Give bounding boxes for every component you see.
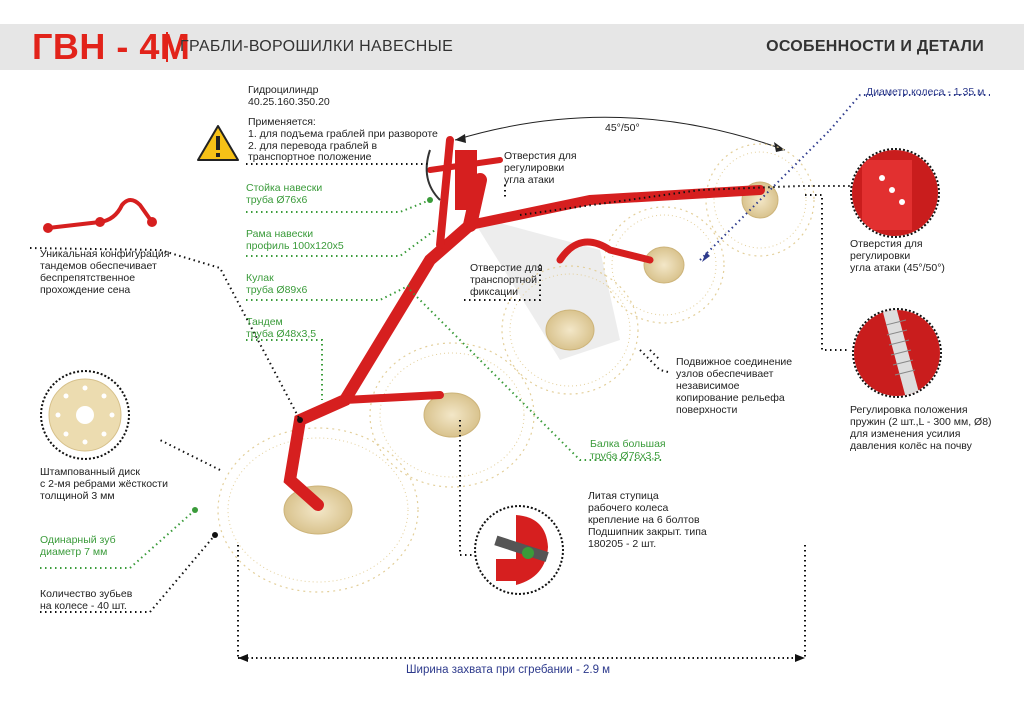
transport-label-2: транспортной	[470, 274, 537, 286]
disk-label-2: с 2-мя ребрами жёсткости	[40, 478, 168, 490]
section-title: ОСОБЕННОСТИ И ДЕТАЛИ	[766, 38, 984, 55]
transport-label-1: Отверстие для	[470, 262, 543, 274]
hub-label-3: крепление на 6 болтов	[588, 514, 700, 526]
apply-line-1: 1. для подъема граблей при развороте	[248, 128, 438, 140]
model-title: ГВН - 4М	[32, 26, 191, 67]
detail-spring	[852, 308, 942, 398]
hub-label-4: Подшипник закрыт. типа	[588, 526, 707, 538]
mobile-label-2: узлов обеспечивает	[676, 368, 774, 380]
holes-center-2: регулировки	[504, 162, 565, 174]
tandem-label-1: Тандем	[246, 316, 283, 328]
beam-label-2: труба Ø76х3,5	[590, 450, 661, 462]
header-subtitle: ГРАБЛИ-ВОРОШИЛКИ НАВЕСНЫЕ	[180, 38, 454, 55]
spring-label-3: для изменения усилия	[850, 428, 961, 440]
spring-label-4: давления колёс на почву	[850, 440, 972, 452]
capture-width-label: Ширина захвата при сгребании - 2.9 м	[406, 664, 611, 676]
apply-line-3: транспортное положение	[248, 151, 372, 163]
transport-label-3: фиксации	[470, 286, 519, 298]
tandem-icon	[47, 198, 154, 230]
rake-wheel-2	[369, 342, 535, 488]
detail-disk	[40, 370, 130, 460]
mobile-label-1: Подвижное соединение	[676, 356, 793, 368]
unique-label-4: прохождение сена	[40, 284, 131, 296]
spring-label-1: Регулировка положения	[850, 404, 968, 416]
disk-label-1: Штампованный диск	[40, 466, 140, 478]
red-frame	[283, 136, 765, 511]
hub-label-1: Литая ступица	[588, 490, 659, 502]
tooth-label-1: Одинарный зуб	[40, 534, 116, 546]
hydro-label-1: Гидроцилиндр	[248, 84, 319, 96]
unique-label-1: Уникальная конфигурация	[40, 248, 170, 260]
holes-center-3: угла атаки	[504, 174, 555, 186]
cam-label-2: труба Ø89х6	[246, 284, 308, 296]
frame-label-2: профиль 100х120х5	[246, 240, 344, 252]
holes-center-1: Отверстия для	[504, 150, 577, 162]
mobile-label-3: независимое	[676, 380, 740, 392]
mobile-label-4: копирование рельефа	[676, 392, 785, 404]
hub-label-2: рабочего колеса	[588, 502, 669, 514]
header-separator	[166, 32, 168, 62]
header-bar: ГВН - 4М ГРАБЛИ-ВОРОШИЛКИ НАВЕСНЫЕ ОСОБЕ…	[0, 24, 1024, 70]
detail-hub	[474, 505, 564, 595]
holes-right-3: угла атаки (45°/50°)	[850, 262, 945, 274]
rake-wheel-4	[603, 206, 725, 324]
hub-label-5: 180205 - 2 шт.	[588, 538, 657, 550]
unique-label-2: тандемов обеспечивает	[40, 260, 157, 272]
cam-label-1: Кулак	[246, 272, 274, 284]
beam-label-1: Балка большая	[590, 438, 666, 450]
apply-title: Применяется:	[248, 116, 316, 128]
mobile-label-5: поверхности	[676, 404, 738, 416]
apply-line-2: 2. для перевода граблей в	[248, 140, 378, 152]
stand-label-2: труба Ø76х6	[246, 194, 308, 206]
warning-icon	[197, 125, 239, 161]
wheel-diameter-label: Диаметр колеса - 1.35 м	[866, 86, 985, 98]
rake-wheel-3	[501, 265, 639, 395]
spring-label-2: пружин (2 шт.,L - 300 мм, Ø8)	[850, 416, 992, 428]
detail-attack-holes	[850, 148, 940, 238]
holes-right-1: Отверстия для	[850, 238, 923, 250]
tandem-label-2: труба Ø48х3,5	[246, 328, 317, 340]
count-label-1: Количество зубьев	[40, 588, 133, 600]
hydro-label-2: 40.25.160.350.20	[248, 96, 330, 108]
frame-label-1: Рама навески	[246, 228, 314, 240]
angle-label: 45°/50°	[605, 122, 640, 134]
stand-label-1: Стойка навески	[246, 182, 323, 194]
tooth-label-2: диаметр 7 мм	[40, 546, 108, 558]
hydraulic-stand	[455, 150, 477, 210]
disk-label-3: толщиной 3 мм	[40, 490, 115, 502]
count-label-2: на колесе - 40 шт.	[40, 600, 127, 612]
unique-label-3: беспрепятственное	[40, 272, 136, 284]
angle-arc	[454, 116, 786, 151]
holes-right-2: регулировки	[850, 250, 911, 262]
